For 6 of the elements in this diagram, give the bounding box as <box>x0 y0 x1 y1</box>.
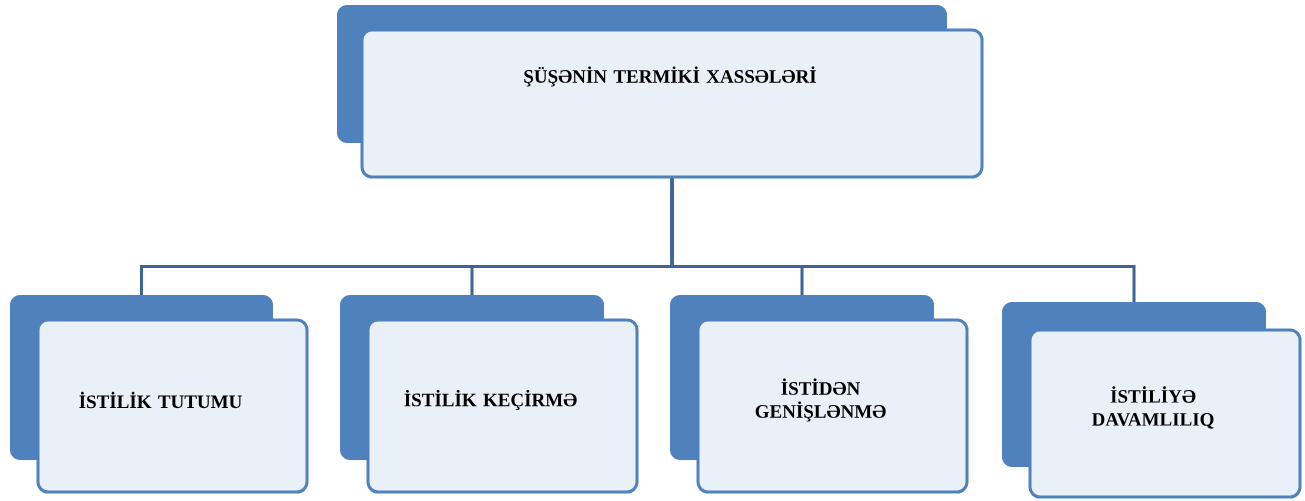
box: İSTİLİK KEÇİRMƏ <box>340 295 639 494</box>
box: İSTİLİK TUTUMU <box>10 295 309 494</box>
connector-line <box>670 178 1136 302</box>
box: İSTİDƏN GENİŞLƏNMƏ <box>670 295 969 494</box>
box: İSTİLİYƏ DAVAMLILIQ <box>1002 302 1302 499</box>
box: ŞÜŞƏNİN TERMİKİ XASSƏLƏRİ <box>337 5 984 179</box>
